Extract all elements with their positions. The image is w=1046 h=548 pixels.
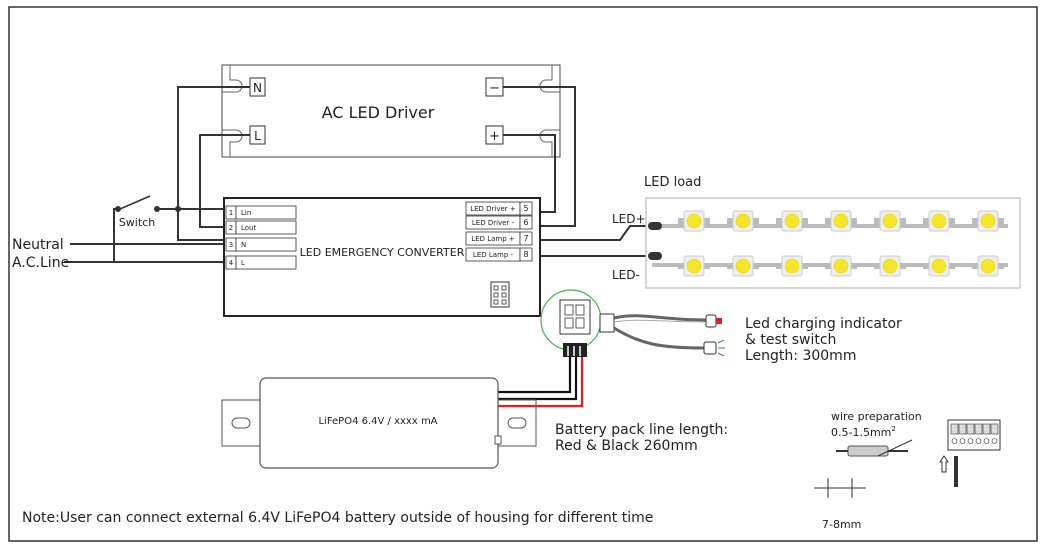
led-chip <box>972 210 1004 232</box>
converter-terminal-8: LED Lamp - 8 <box>465 247 533 262</box>
indicator-cable: Led charging indicator & test switch Len… <box>599 313 902 364</box>
battery-wires <box>498 357 584 408</box>
battery-connector <box>490 281 510 308</box>
strip-length-label: 7-8mm <box>822 518 861 531</box>
led-minus-label: LED- <box>612 268 640 282</box>
battery-plug <box>563 343 587 357</box>
terminal-label: LED Driver - <box>472 219 515 227</box>
led-load: LED load LED+ LED- <box>612 175 1021 289</box>
led-plus-label: LED+ <box>612 212 646 226</box>
battery-pack: LiFePO4 6.4V / xxxx mA <box>221 377 537 469</box>
neutral-label: Neutral <box>12 237 64 253</box>
terminal-label: L <box>241 259 245 267</box>
led-chip <box>923 255 955 277</box>
led-chip <box>972 255 1004 277</box>
wire-preparation: wire preparation 0.5-1.5mm2 7-8mm <box>814 410 1001 531</box>
driver-title: AC LED Driver <box>322 103 435 122</box>
indicator-line3: Length: 300mm <box>745 348 856 364</box>
zoomed-connector <box>540 289 602 357</box>
converter-terminal-6: LED Driver - 6 <box>465 215 533 230</box>
led-chip <box>727 255 759 277</box>
driver-plus-label: + <box>489 129 500 144</box>
test-switch-icon <box>717 339 725 357</box>
terminal-number: 6 <box>523 218 528 227</box>
led-chip <box>923 210 955 232</box>
terminal-number: 5 <box>523 204 528 213</box>
ac-led-driver: N L − + AC LED Driver <box>221 64 561 158</box>
terminal-label: Lout <box>241 224 256 232</box>
converter-terminal-7: LED Lamp + 7 <box>465 231 533 246</box>
driver-n-label: N <box>253 81 262 95</box>
wire-prep-title: wire preparation <box>831 410 922 423</box>
battery-line-spec: Red & Black 260mm <box>555 438 698 454</box>
terminal-number: 1 <box>229 209 233 217</box>
charging-indicator-led <box>716 318 722 324</box>
indicator-line2: & test switch <box>745 332 836 348</box>
terminal-label: LED Lamp + <box>471 235 515 243</box>
junction-dot <box>175 206 181 212</box>
led-chip <box>825 255 857 277</box>
led-load-title: LED load <box>644 175 701 190</box>
terminal-number: 7 <box>523 234 528 243</box>
led-chip <box>874 210 906 232</box>
ac-line-label: A.C.Line <box>12 255 69 271</box>
battery-label: LiFePO4 6.4V / xxxx mA <box>318 416 437 427</box>
led-chip <box>727 210 759 232</box>
switch-symbol: Switch <box>115 195 160 229</box>
indicator-line1: Led charging indicator <box>745 316 902 332</box>
led-chip <box>678 255 710 277</box>
battery-line-title: Battery pack line length: <box>555 422 728 438</box>
led-chip <box>776 210 808 232</box>
terminal-number: 3 <box>229 241 233 249</box>
terminal-label: LED Lamp - <box>473 251 514 259</box>
terminal-label: Lin <box>241 209 251 217</box>
converter-terminal-2: 2 Lout <box>225 220 297 235</box>
converter-terminal-1: 1 Lin <box>225 205 297 220</box>
led-chip <box>874 255 906 277</box>
switch-label: Switch <box>119 216 155 229</box>
diagram-frame <box>8 6 1038 542</box>
converter-title: LED EMERGENCY CONVERTER <box>300 246 465 259</box>
driver-l-label: L <box>254 129 261 143</box>
terminal-label: LED Driver + <box>470 205 516 213</box>
terminal-number: 4 <box>229 259 234 267</box>
terminal-number: 8 <box>523 250 528 259</box>
wire-prep-spec: 0.5-1.5mm2 <box>831 425 896 439</box>
led-chip <box>825 210 857 232</box>
led-chip <box>678 210 710 232</box>
terminal-number: 2 <box>229 224 233 232</box>
terminal-label: N <box>241 241 246 249</box>
led-chip <box>776 255 808 277</box>
note-text: Note:User can connect external 6.4V LiFe… <box>22 510 653 526</box>
converter-terminal-5: LED Driver + 5 <box>465 201 533 216</box>
driver-minus-label: − <box>489 81 500 96</box>
